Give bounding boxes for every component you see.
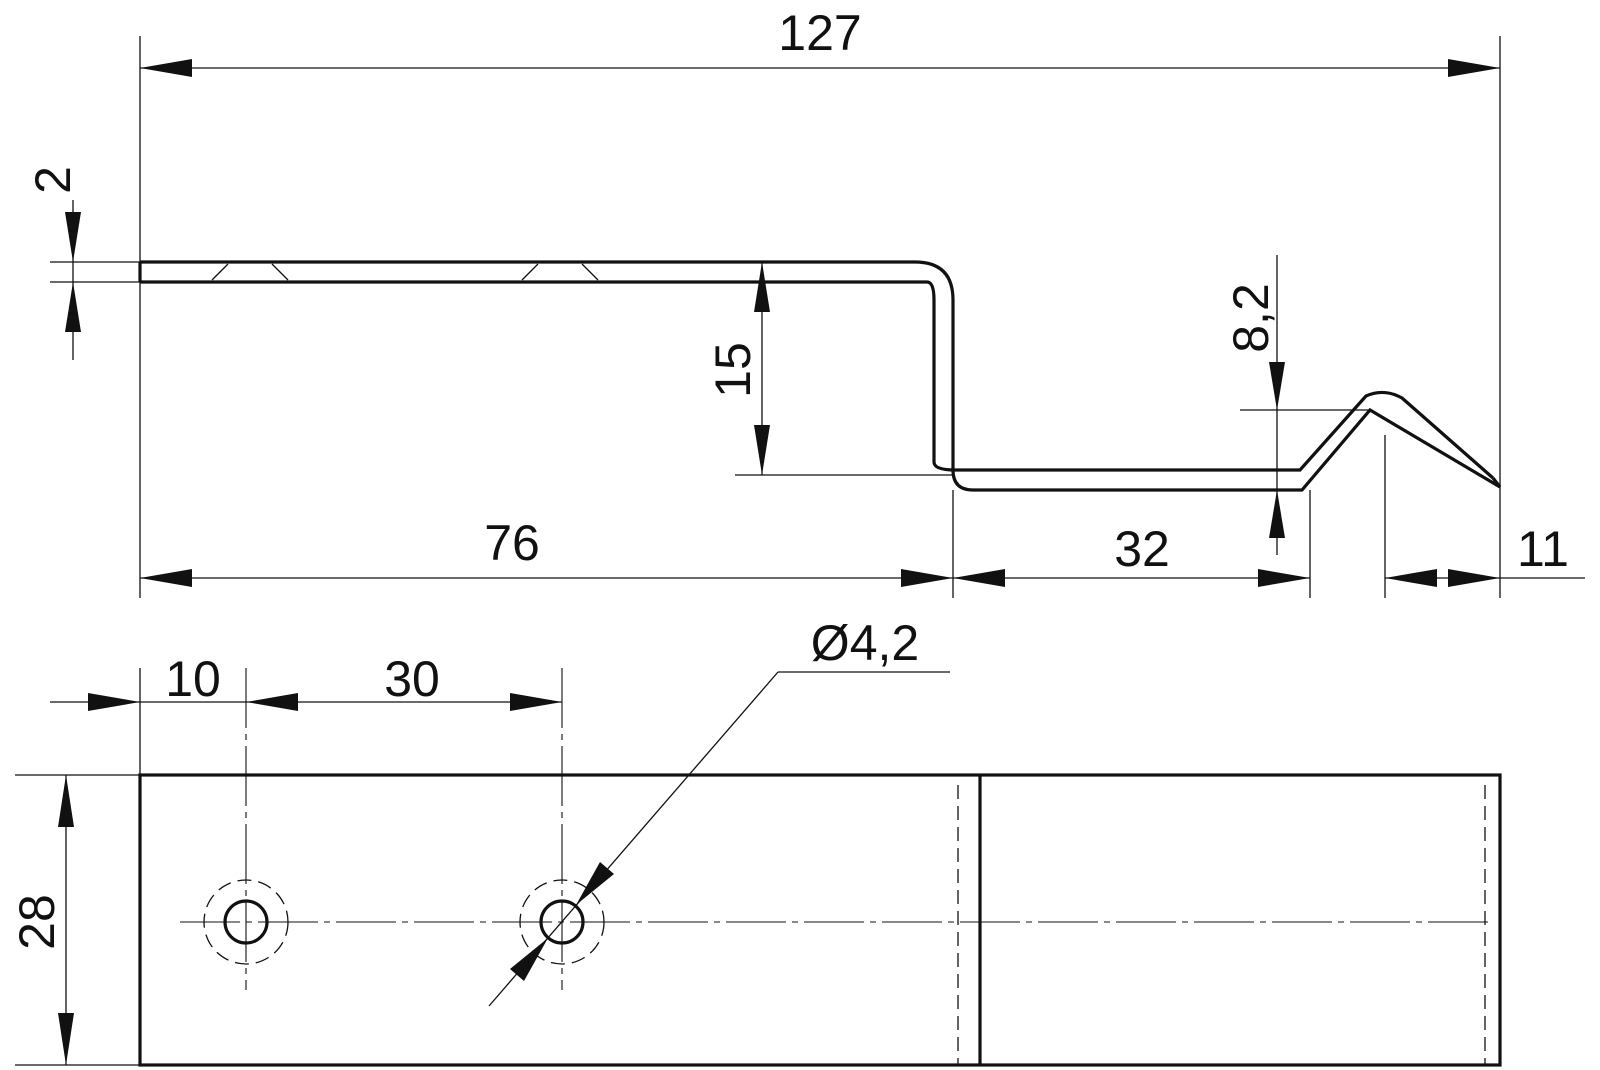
dim-hole-diameter-label: Ø4,2 — [811, 615, 919, 671]
dim-lower-length: 32 — [953, 521, 1310, 587]
side-view — [138, 260, 1502, 492]
dim-flat-length-label: 76 — [484, 515, 540, 571]
dim-width: 28 — [9, 774, 140, 1066]
dim-thickness: 2 — [25, 166, 81, 360]
dim-tip-length: 11 — [1385, 521, 1585, 587]
dim-hole-spacing: 30 — [246, 651, 562, 711]
dim-tip-length-label: 11 — [1517, 521, 1569, 577]
extension-lines — [50, 36, 1501, 598]
top-view — [138, 668, 1502, 1067]
profile-tip-cap — [1491, 477, 1502, 488]
hole-2 — [519, 668, 605, 990]
plate-outline — [138, 773, 1502, 1067]
countersink-mark-2 — [521, 263, 599, 281]
dim-hole-diameter: Ø4,2 — [488, 615, 950, 1007]
dim-step-height-label: 15 — [705, 342, 761, 398]
dim-hook-height-label: 8,2 — [1223, 283, 1279, 353]
dim-flat-length: 76 — [140, 515, 953, 587]
profile-outer-edge — [140, 260, 1501, 492]
dim-overall-length: 127 — [140, 5, 1500, 77]
hole-1 — [203, 668, 289, 990]
dim-lower-length-label: 32 — [1114, 521, 1170, 577]
dim-thickness-label: 2 — [25, 166, 81, 194]
dim-hole-spacing-label: 30 — [384, 651, 440, 707]
dim-overall-length-label: 127 — [778, 5, 861, 61]
dim-width-label: 28 — [9, 894, 65, 950]
dim-step-height: 15 — [705, 262, 770, 475]
profile-inner-edge — [140, 280, 1495, 480]
dim-hook-height: 8,2 — [1223, 255, 1285, 555]
dim-hole-offset: 10 — [50, 651, 298, 775]
dim-hole-offset-label: 10 — [165, 651, 221, 707]
countersink-mark-1 — [211, 263, 289, 281]
